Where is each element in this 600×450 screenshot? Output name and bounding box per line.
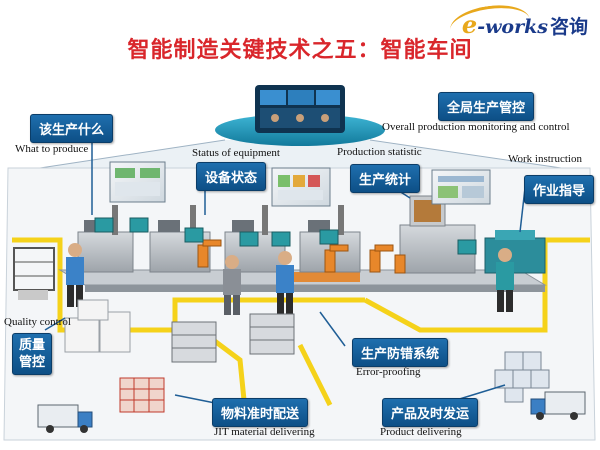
robots bbox=[197, 239, 406, 274]
warehouse bbox=[494, 351, 550, 403]
truck-right bbox=[530, 391, 586, 420]
caption-error-proofing: Error-proofing bbox=[356, 366, 421, 378]
label-quality-control: 质量 管控 bbox=[12, 333, 53, 375]
label-quality-control-line1: 质量 bbox=[19, 338, 46, 353]
caption-equipment-status: Status of equipment bbox=[192, 147, 280, 159]
shelf-left bbox=[13, 247, 55, 300]
station-screens bbox=[94, 217, 477, 255]
label-jit-delivery: 物料准时配送 bbox=[212, 398, 309, 427]
caption-work-instruction: Work instruction bbox=[508, 153, 582, 165]
quality-crates bbox=[64, 299, 131, 353]
material-carts bbox=[171, 313, 295, 363]
caption-quality-control: Quality control bbox=[4, 316, 71, 328]
machine-5 bbox=[399, 195, 476, 274]
label-product-delivery: 产品及时发运 bbox=[382, 398, 479, 427]
label-error-proofing: 生产防错系统 bbox=[352, 338, 449, 367]
page-title: 智能制造关键技术之五：智能车间 bbox=[127, 38, 473, 63]
label-what-to-produce: 该生产什么 bbox=[30, 114, 114, 143]
worker-4 bbox=[496, 248, 514, 312]
worker-1 bbox=[66, 243, 84, 307]
workers bbox=[66, 243, 514, 315]
caption-jit-delivery: JIT material delivering bbox=[214, 426, 315, 438]
label-production-statistic: 生产统计 bbox=[350, 164, 421, 193]
label-equipment-status: 设备状态 bbox=[196, 162, 267, 191]
label-overall-monitoring: 全局生产管控 bbox=[438, 92, 535, 121]
conveyor bbox=[58, 269, 547, 292]
dashboards bbox=[109, 161, 491, 207]
machine-6 bbox=[484, 230, 546, 274]
projection-fan bbox=[40, 140, 575, 170]
worker-2 bbox=[223, 255, 241, 315]
caption-production-statistic: Production statistic bbox=[337, 146, 422, 158]
caption-overall-monitoring: Overall production monitoring and contro… bbox=[382, 121, 570, 133]
worker-3 bbox=[276, 251, 294, 315]
jit-rack bbox=[119, 377, 165, 413]
caption-product-delivery: Product delivering bbox=[380, 426, 462, 438]
label-quality-control-line2: 管控 bbox=[19, 355, 46, 370]
label-work-instruction: 作业指导 bbox=[524, 175, 595, 204]
caption-what-to-produce: What to produce bbox=[15, 143, 89, 155]
truck-left bbox=[37, 404, 93, 433]
